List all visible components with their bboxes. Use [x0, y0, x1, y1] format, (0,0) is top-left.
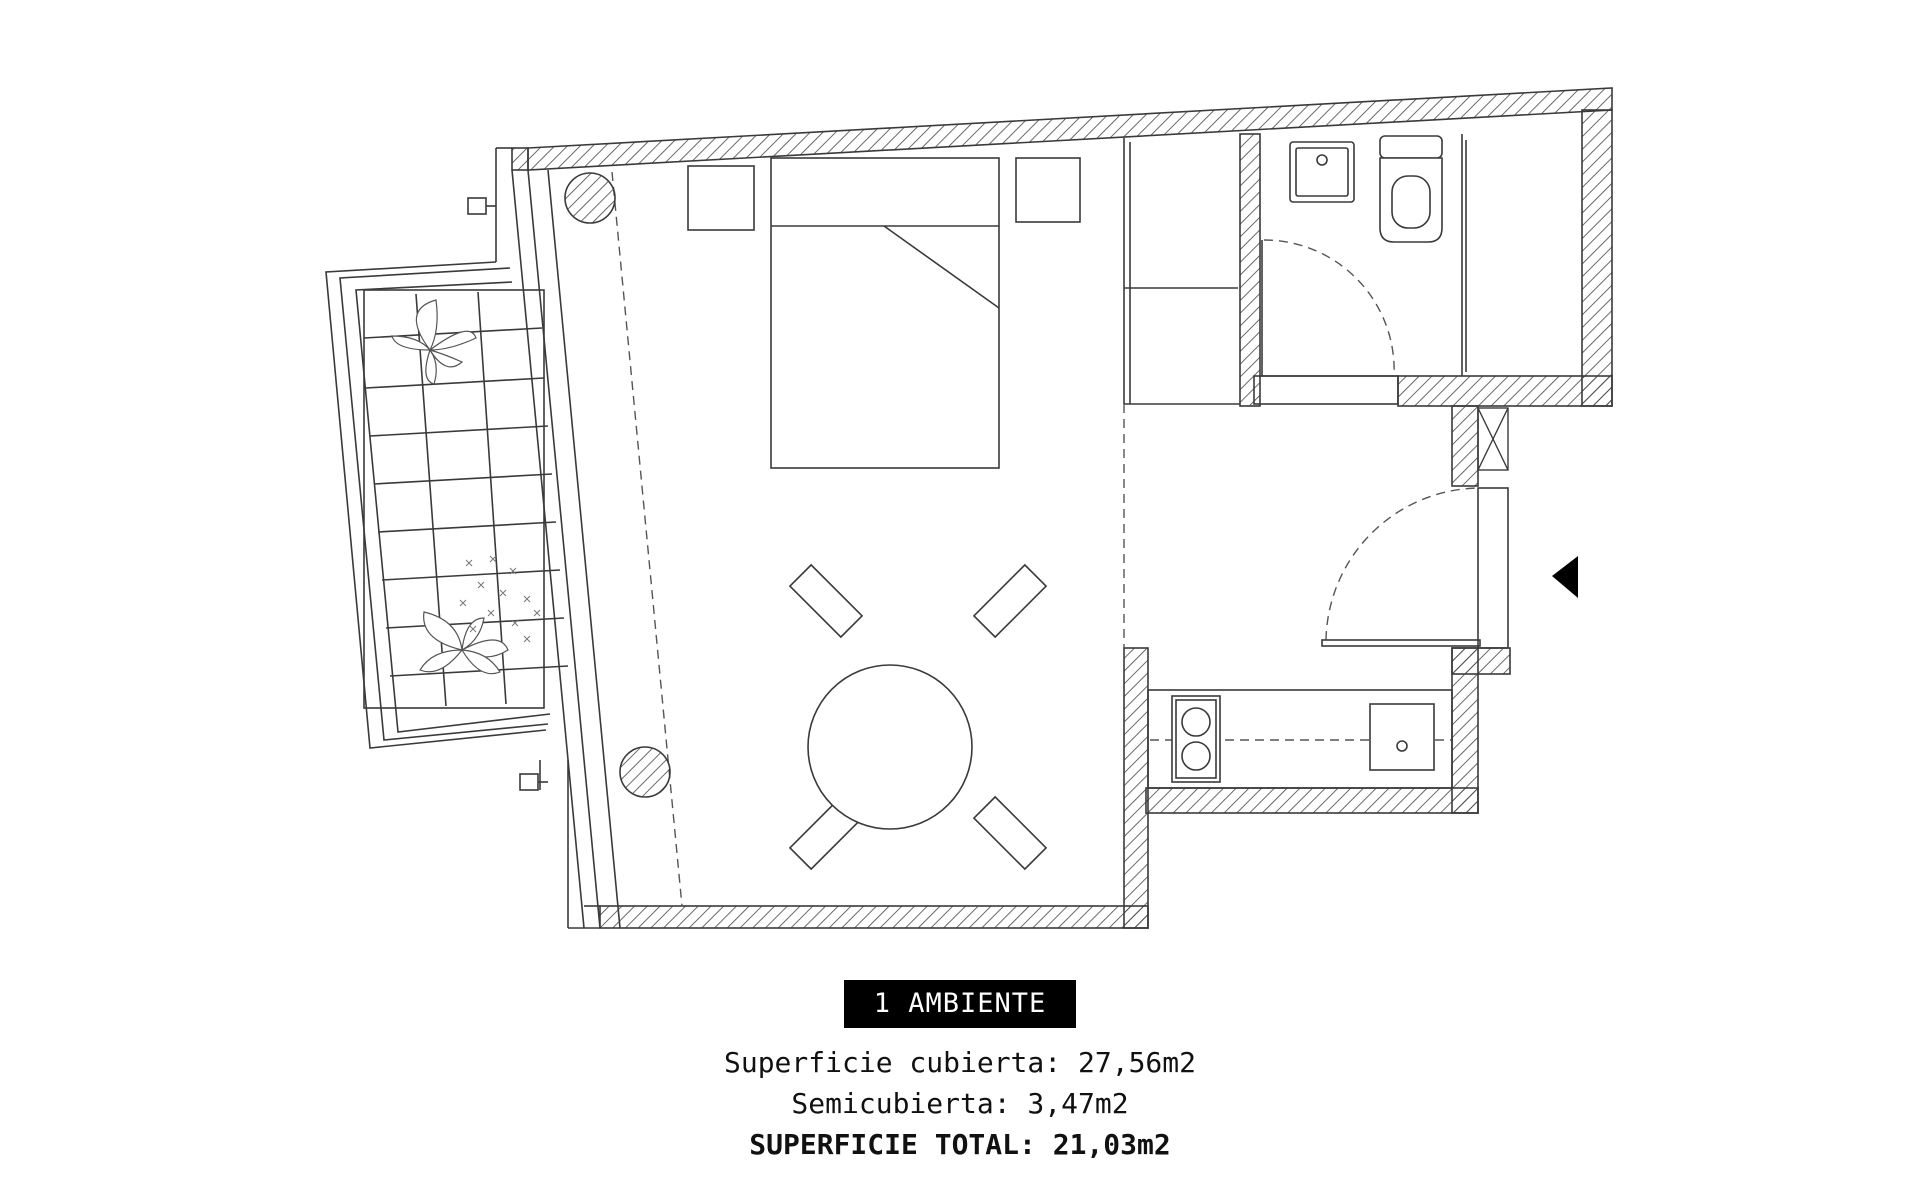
plant-icon: [419, 611, 509, 675]
semi-covered-area: Semicubierta: 3,47m2: [791, 1087, 1129, 1120]
interior-lines: [495, 134, 1509, 929]
sink-icon: [1369, 703, 1435, 771]
columns: [564, 172, 671, 798]
covered-area: Superficie cubierta: 27,56m2: [723, 1046, 1196, 1079]
plant-icon: [391, 299, 477, 385]
ground-cover: [459, 555, 541, 643]
total-area: SUPERFICIE TOTAL: 21,03m2: [749, 1128, 1171, 1161]
entrance-arrow-icon: [1552, 556, 1578, 598]
area-summary: 1 AMBIENTE Superficie cubierta: 27,56m2 …: [0, 980, 1920, 1165]
shaft: [1477, 407, 1509, 471]
toilet-icon: [1379, 135, 1443, 243]
sink-icon: [1289, 141, 1355, 203]
bed: [687, 157, 1081, 469]
unit-type-badge: 1 AMBIENTE: [843, 980, 1077, 1028]
bathroom-fixtures: [1289, 135, 1467, 372]
walls: [511, 87, 1613, 929]
cooktop-icon: [1171, 695, 1221, 783]
dining-set: [788, 563, 1048, 871]
balcony: [325, 197, 569, 791]
kitchen: [1147, 689, 1453, 789]
doors: [1261, 240, 1481, 647]
